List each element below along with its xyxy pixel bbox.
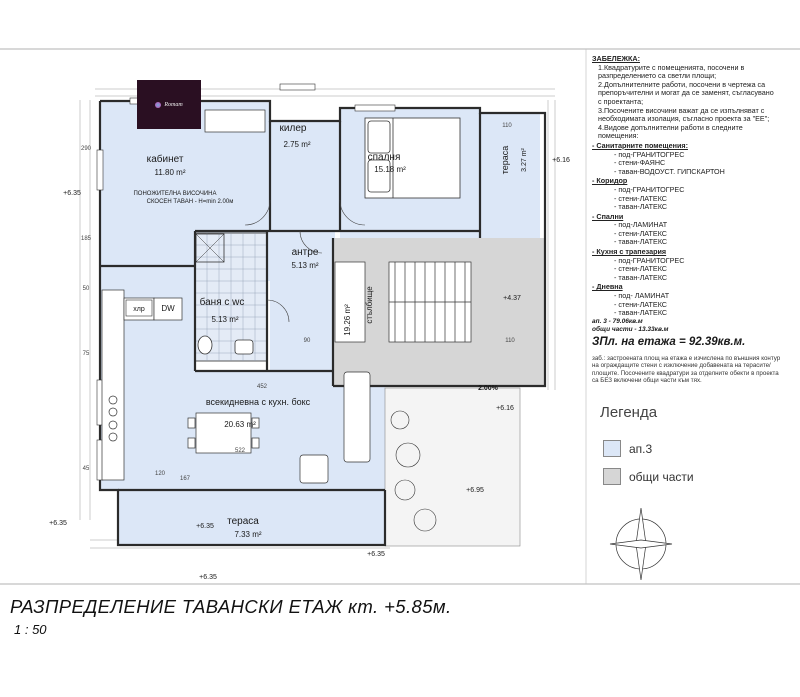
notes-finish: - под-ГРАНИТОГРЕС bbox=[614, 149, 685, 159]
notes-finish: - стени-ЛАТЕКС bbox=[614, 228, 667, 238]
room-bedroom-area: 15.18 m² bbox=[374, 165, 406, 174]
room-storage-area: 2.75 m² bbox=[283, 140, 310, 149]
fridge-label: хлр bbox=[133, 306, 145, 313]
slope-percent: 2.00% bbox=[478, 385, 499, 392]
dimension-label: 45 bbox=[83, 466, 90, 472]
level-mark: +6.35 bbox=[367, 551, 385, 558]
dimension-label: 185 bbox=[81, 236, 92, 242]
room-entrance-name: антре bbox=[292, 247, 319, 258]
room-bathroom-name: баня с wc bbox=[200, 296, 245, 308]
dimension-label: 290 bbox=[81, 146, 92, 152]
legend-label: ап.3 bbox=[629, 441, 653, 456]
dimension-label: 110 bbox=[502, 123, 512, 129]
total-area: ЗПл. на етажа = 92.39кв.м. bbox=[592, 336, 746, 348]
room-bedroom-name: спалня bbox=[368, 152, 401, 163]
level-mark: +6.16 bbox=[552, 157, 570, 164]
notes-item: 2.Допълнителните работи, посочени в черт… bbox=[598, 79, 774, 106]
notes-finish: - под-ГРАНИТОГРЕС bbox=[614, 255, 685, 265]
dishwasher-label: DW bbox=[161, 304, 175, 313]
level-mark: +6.16 bbox=[496, 405, 514, 412]
legend-swatch bbox=[603, 440, 621, 457]
company-logo: Romam bbox=[137, 80, 201, 129]
dimension-label: 452 bbox=[257, 384, 268, 390]
area-common: общи части - 13.33кв.м bbox=[592, 326, 669, 333]
plants bbox=[390, 410, 437, 532]
room-terrace-right-area: 3.27 m² bbox=[521, 147, 528, 171]
notes-finish: - под-ЛАМИНАТ bbox=[614, 220, 668, 230]
level-mark: +6.95 bbox=[466, 487, 484, 494]
slope-note-1: ПОНОЖИТЕЛНА ВИСОЧИНА bbox=[133, 191, 216, 197]
legend-item-apartment: ап.3 bbox=[603, 440, 652, 457]
dimension-label: 75 bbox=[83, 351, 90, 357]
room-bathroom-area: 5.13 m² bbox=[211, 315, 238, 324]
walls bbox=[98, 99, 547, 547]
bathroom-tiles bbox=[194, 232, 268, 362]
logo-text: Romam bbox=[164, 101, 183, 108]
room-terrace-right-name: тераса bbox=[500, 146, 510, 175]
desk-icon bbox=[204, 109, 266, 133]
notes-item: 1.Квадратурите с помещенията, посочени в… bbox=[598, 62, 745, 81]
slope-note-2: СКОСЕН ТАВАН - Н=min 2.00м bbox=[147, 199, 234, 205]
staircase bbox=[334, 261, 472, 343]
level-mark: +4.37 bbox=[503, 295, 521, 302]
notes-finish: - таван-ЛАТЕКС bbox=[614, 202, 668, 212]
notes-finish: - стени-ЛАТЕКС bbox=[614, 193, 667, 203]
logo-mark-icon bbox=[155, 101, 162, 108]
notes-item: 3.Посочените височини важат да се изпълн… bbox=[598, 105, 770, 124]
room-cabinet-name: кабинет bbox=[147, 153, 184, 165]
notes-finish: - стени-ЛАТЕКС bbox=[614, 264, 667, 274]
level-mark: +6.35 bbox=[49, 520, 67, 527]
room-terrace-bottom-name: тераса bbox=[227, 516, 259, 527]
dining-table-icon bbox=[187, 412, 260, 454]
notes-panel: ЗАБЕЛЕЖКА: 1.Квадратурите с помещенията,… bbox=[592, 54, 778, 318]
dimension-label: 90 bbox=[304, 338, 311, 344]
room-terrace-bottom-area: 7.33 m² bbox=[234, 530, 261, 539]
notes-finish: - стени-ФАЯНС bbox=[614, 158, 666, 168]
level-mark: +6.35 bbox=[63, 190, 81, 197]
notes-section-title: - Спални bbox=[592, 211, 624, 221]
room-cabinet-area: 11.80 m² bbox=[155, 168, 186, 177]
legend-swatch bbox=[603, 468, 621, 485]
legend-label: общи части bbox=[629, 469, 694, 484]
room-living-name: всекидневна с кухн. бокс bbox=[206, 397, 311, 407]
legend-item-common: общи части bbox=[603, 468, 694, 485]
compass-icon bbox=[609, 507, 673, 581]
area-apartment: ап. 3 - 79.06кв.м bbox=[592, 318, 643, 325]
legend-title: Легенда bbox=[600, 404, 658, 421]
dimension-label: 50 bbox=[83, 286, 90, 292]
notes-section-title: - Коридор bbox=[592, 176, 628, 186]
room-stairs-name: стълбище bbox=[365, 286, 374, 324]
notes-title: ЗАБЕЛЕЖКА: bbox=[592, 54, 640, 63]
area-summary: ап. 3 - 79.06кв.м общи части - 13.33кв.м bbox=[592, 318, 782, 334]
dimension-label: 522 bbox=[235, 448, 246, 454]
area-note: заб.: застроената площ на етажа е изчисл… bbox=[592, 355, 781, 385]
notes-finish: - стени-ЛАТЕКС bbox=[614, 299, 667, 309]
sofa-icon bbox=[299, 371, 371, 484]
dimension-label: 120 bbox=[155, 471, 166, 477]
room-storage-name: килер bbox=[280, 123, 307, 134]
notes-item: 4.Видове допълнителни работи в следните … bbox=[598, 122, 743, 141]
notes-section-title: - Санитарните помещения: bbox=[592, 140, 688, 150]
notes-section-title: - Дневна bbox=[592, 282, 623, 292]
notes-finish: - таван-ЛАТЕКС bbox=[614, 272, 668, 282]
notes-finish: - под-ГРАНИТОГРЕС bbox=[614, 184, 685, 194]
notes-finish: - под- ЛАМИНАТ bbox=[614, 291, 670, 301]
dimension-label: 110 bbox=[505, 338, 515, 344]
fridge-box bbox=[125, 299, 153, 317]
notes-finish: - таван-ВОДОУСТ. ГИПСКАРТОН bbox=[614, 166, 725, 176]
drawing-scale: 1 : 50 bbox=[14, 622, 47, 637]
notes-finish: - таван-ЛАТЕКС bbox=[614, 308, 668, 318]
room-living-area: 20.63 m² bbox=[224, 420, 256, 429]
room-entrance-area: 5.13 m² bbox=[291, 261, 318, 270]
drawing-title: РАЗПРЕДЕЛЕНИЕ ТАВАНСКИ ЕТАЖ кт. +5.85м. bbox=[10, 596, 452, 617]
bed-icon bbox=[364, 117, 461, 199]
doors bbox=[244, 199, 366, 323]
level-mark: +6.35 bbox=[196, 523, 214, 530]
level-mark: +6.35 bbox=[199, 574, 217, 581]
notes-section-title: - Кухня с трапезария bbox=[592, 247, 667, 257]
notes-finish: - таван-ЛАТЕКС bbox=[614, 237, 668, 247]
room-stairs-area: 19.26 m² bbox=[343, 304, 352, 336]
dimension-label: 167 bbox=[180, 476, 191, 482]
